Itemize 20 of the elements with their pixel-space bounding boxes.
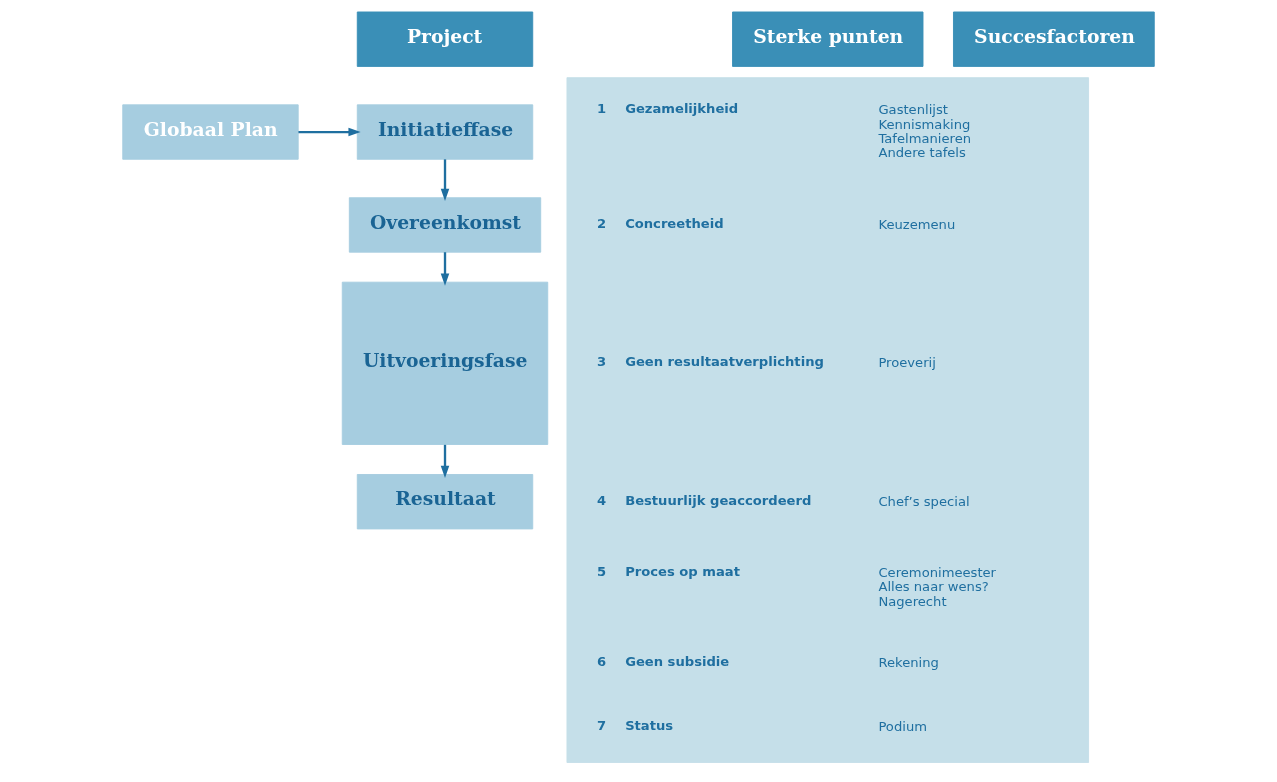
node-text: 5 Proces op maat Ceremonimeester Alles naar wens? Nagerecht: [596, 564, 997, 609]
node-text: 7 Status Podium: [596, 717, 927, 734]
node-box: Overeenkomst: [348, 197, 542, 253]
arrow: [440, 252, 450, 286]
node-text: 1 Gezamelijkheid Gastenlijst Kennismaking Tafelmanieren Andere tafels: [596, 101, 972, 160]
node-box: Sterke punten: [732, 11, 924, 67]
arrow: [440, 159, 450, 201]
node-box: Initiatieffase: [356, 104, 534, 160]
node-text: 2 Concreetheid Keuzemenu: [596, 215, 956, 232]
node-box: Uitvoeringsfase: [341, 281, 549, 445]
node-box: Project: [356, 11, 534, 67]
node-text: 3 Geen resultaatverplichting Proeverij: [596, 354, 936, 371]
cluster: [566, 77, 1090, 763]
node-text: 4 Bestuurlijk geaccordeerd Chef’s special: [596, 492, 970, 509]
node-box: Resultaat: [356, 474, 534, 530]
arrow: [298, 127, 361, 137]
node-text: 6 Geen subsidie Rekening: [596, 654, 939, 670]
node-box: Globaal Plan: [122, 104, 299, 160]
arrow: [440, 444, 450, 478]
node-box: Succesfactoren: [953, 11, 1155, 67]
